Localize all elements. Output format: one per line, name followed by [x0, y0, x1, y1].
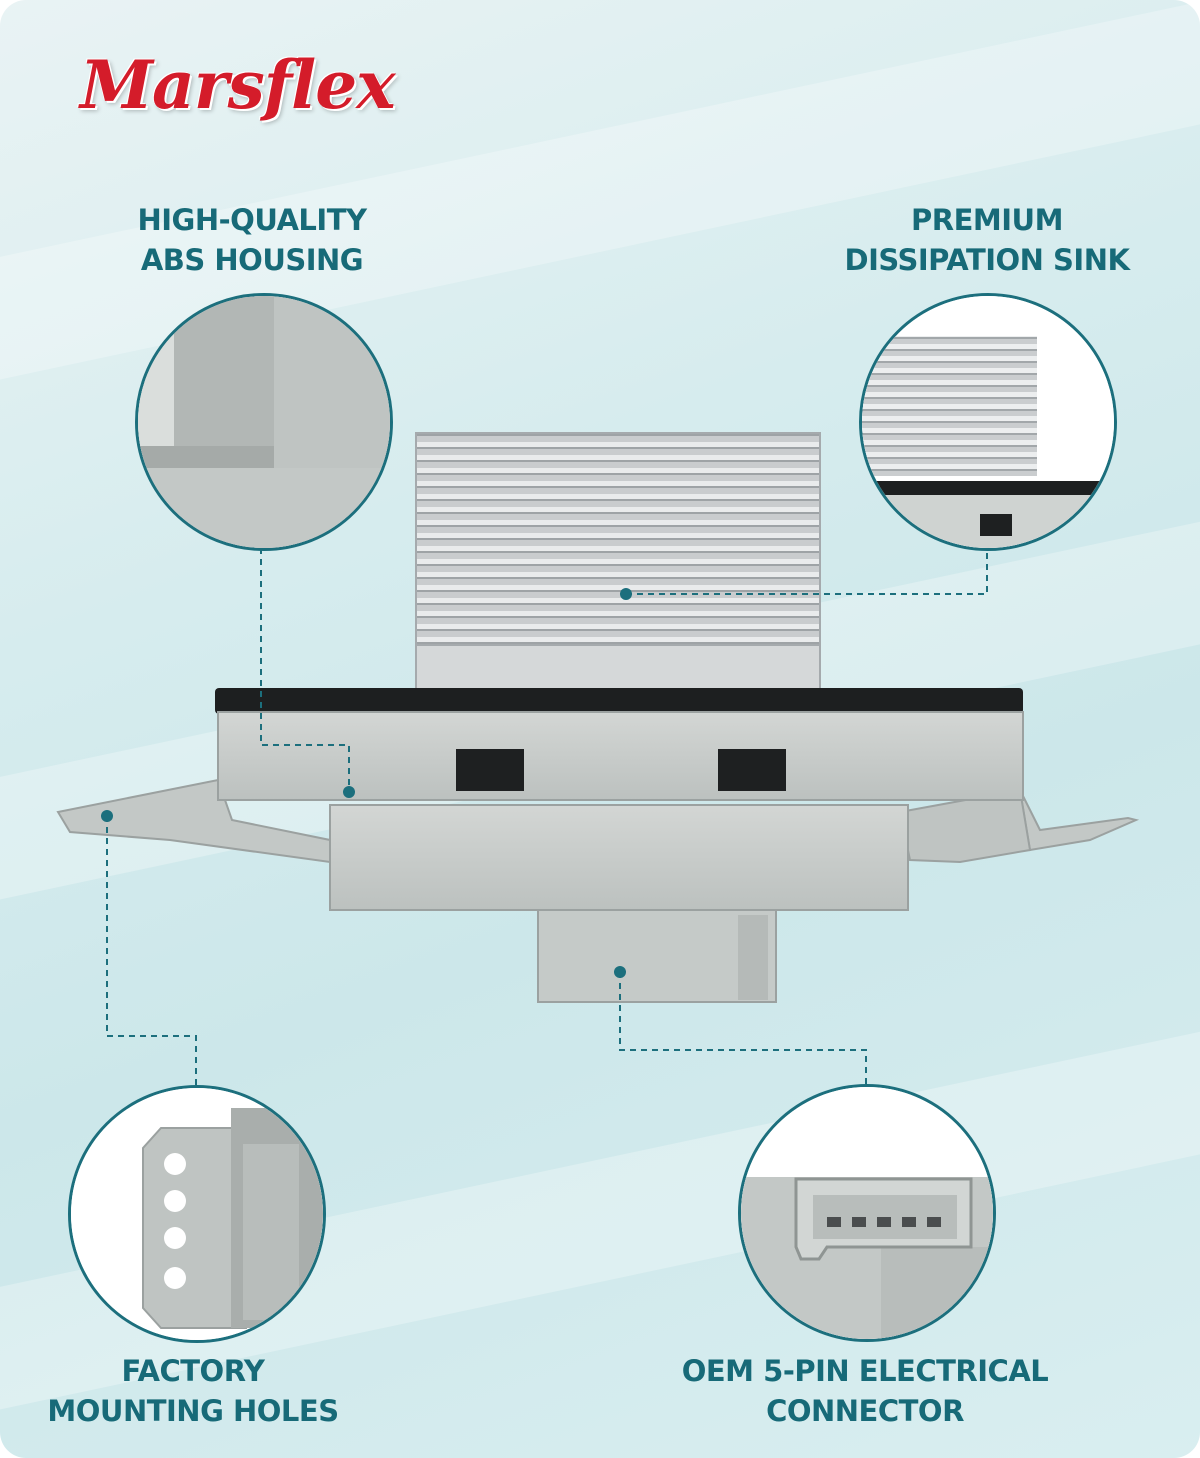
heat-sink	[415, 432, 821, 691]
label-dissipation-sink: PREMIUM DISSIPATION SINK	[832, 200, 1142, 280]
label-line: FACTORY	[121, 1354, 265, 1388]
five-pin-connector-closeup-icon	[738, 1084, 996, 1342]
label-abs-housing: HIGH-QUALITY ABS HOUSING	[102, 200, 402, 280]
abs-housing-closeup-icon	[135, 293, 393, 551]
leader-lines	[106, 548, 988, 1085]
gasket	[215, 688, 1023, 714]
label-line: OEM 5-PIN ELECTRICAL	[681, 1354, 1049, 1388]
leader-connector	[619, 972, 867, 1084]
label-line: ABS HOUSING	[140, 243, 364, 277]
label-line: MOUNTING HOLES	[47, 1394, 339, 1428]
brand-logo: Marsflex	[80, 46, 396, 124]
leader-mounting	[106, 816, 197, 1085]
label-line: DISSIPATION SINK	[844, 243, 1130, 277]
abs-housing-body	[217, 711, 1024, 1003]
heat-sink-closeup-icon	[859, 293, 1117, 551]
label-line: PREMIUM	[911, 203, 1063, 237]
label-line: CONNECTOR	[766, 1394, 964, 1428]
label-line: HIGH-QUALITY	[137, 203, 367, 237]
mounting-holes-closeup-icon	[68, 1085, 326, 1343]
label-electrical-connector: OEM 5-PIN ELECTRICAL CONNECTOR	[680, 1351, 1050, 1431]
right-mounting-flange	[898, 788, 1140, 864]
label-mounting-holes: FACTORY MOUNTING HOLES	[42, 1351, 344, 1431]
leader-dots	[101, 588, 632, 978]
leader-housing	[260, 548, 350, 792]
